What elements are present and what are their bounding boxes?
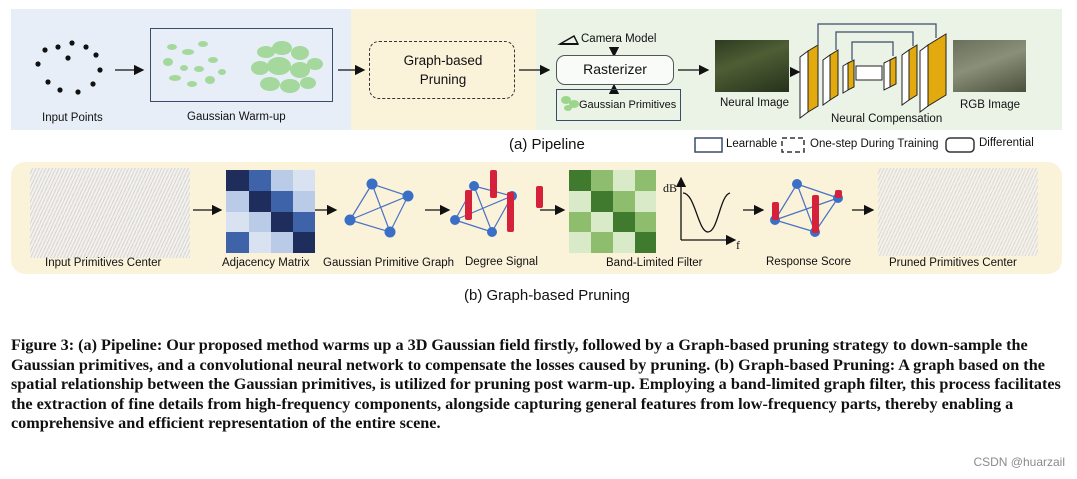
band-limited-filter-matrix xyxy=(569,170,656,253)
figure-caption: Figure 3: (a) Pipeline: Our proposed met… xyxy=(11,336,1061,432)
input-primitives-image xyxy=(30,168,190,258)
degree-signal xyxy=(450,170,543,237)
filter-y-axis-label: dB xyxy=(663,181,678,195)
neural-compensation-label: Neural Compensation xyxy=(831,113,943,125)
neural-image-label: Neural Image xyxy=(720,97,790,109)
pruning-title: (b) Graph-based Pruning xyxy=(464,287,630,304)
pruning-box-label: Graph-based Pruning xyxy=(403,53,483,87)
adjacency-matrix xyxy=(226,170,315,253)
response-score xyxy=(770,179,843,237)
neural-compensation-network xyxy=(799,23,947,119)
filter-response-plot xyxy=(675,176,737,246)
neural-image-thumbnail xyxy=(715,40,789,92)
band-limited-filter-label: Band-Limited Filter xyxy=(606,257,703,269)
watermark: CSDN @huarzail xyxy=(973,455,1065,469)
rasterizer-label: Rasterizer xyxy=(583,61,647,77)
pruned-primitives-label: Pruned Primitives Center xyxy=(889,257,1017,269)
gaussian-primitive-graph xyxy=(344,178,414,238)
degree-signal-label: Degree Signal xyxy=(465,256,538,268)
legend-learnable-swatch xyxy=(694,137,723,153)
rgb-image-label: RGB Image xyxy=(960,99,1021,111)
camera-model-label: Camera Model xyxy=(581,33,657,45)
pruning-box xyxy=(369,41,515,99)
pipeline-title: (a) Pipeline xyxy=(509,136,585,153)
rasterizer-box xyxy=(556,55,674,85)
gaussian-graph-label: Gaussian Primitive Graph xyxy=(323,257,455,269)
rgb-image-thumbnail xyxy=(953,40,1026,92)
warmup-box xyxy=(150,28,333,102)
warmup-label: Gaussian Warm-up xyxy=(187,111,286,123)
gaussian-warmup-icon xyxy=(163,41,323,93)
legend-differential-swatch xyxy=(945,137,975,153)
adjacency-matrix-label: Adjacency Matrix xyxy=(222,257,310,269)
filter-x-axis-label: f xyxy=(736,238,740,252)
input-primitives-label: Input Primitives Center xyxy=(45,257,162,269)
legend-one-step-swatch xyxy=(781,137,805,153)
input-points-icon xyxy=(35,40,103,95)
pipeline-pruning-panel xyxy=(351,9,536,130)
gaussian-primitives-box xyxy=(556,89,681,121)
gaussian-primitives-icon xyxy=(561,96,579,111)
gaussian-primitives-label: Gaussian Primitives xyxy=(579,99,677,111)
pruned-primitives-image xyxy=(878,168,1038,256)
response-score-label: Response Score xyxy=(766,256,852,268)
legend-learnable-label: Learnable xyxy=(726,138,778,150)
input-points-label: Input Points xyxy=(42,112,103,124)
legend-differential-label: Differential xyxy=(979,137,1034,149)
camera-model-icon xyxy=(557,35,580,45)
legend-one-step-label: One-step During Training xyxy=(810,138,939,150)
